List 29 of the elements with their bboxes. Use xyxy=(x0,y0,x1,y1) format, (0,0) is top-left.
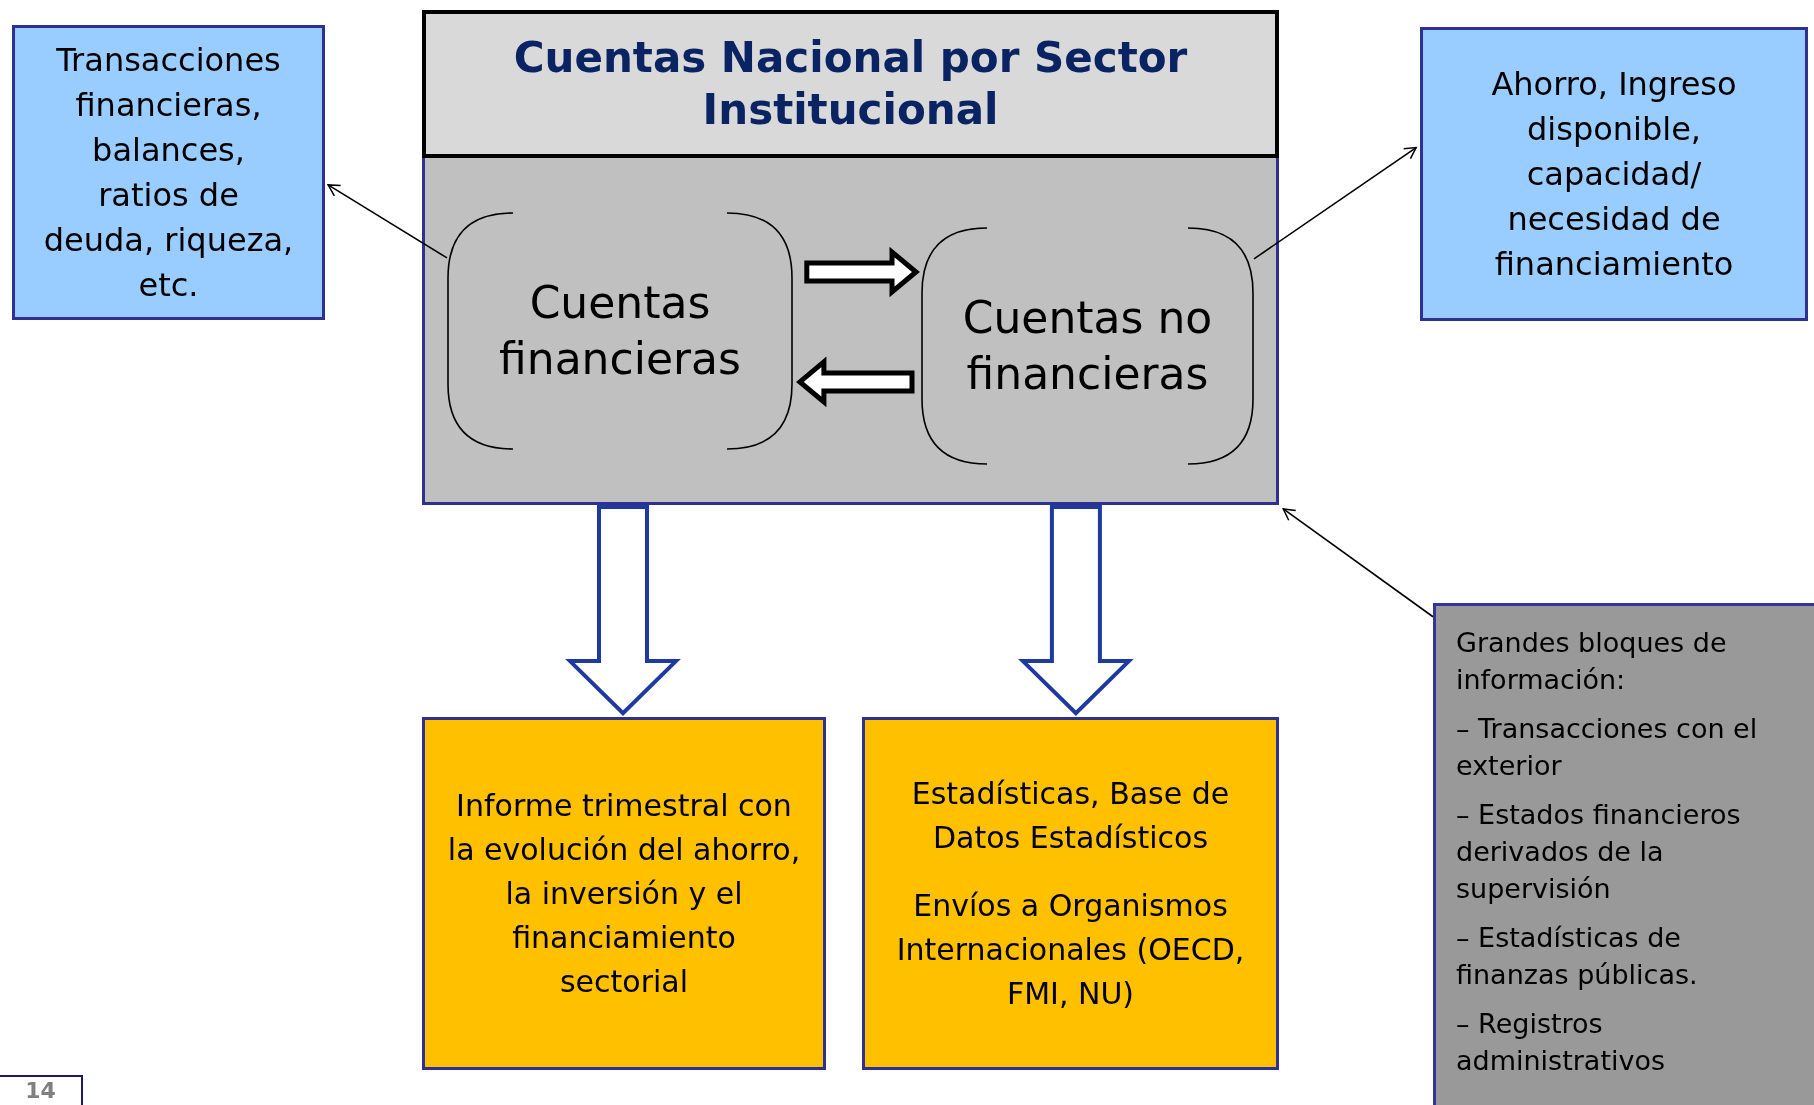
block-arrow xyxy=(1018,505,1134,716)
bracket-box xyxy=(447,212,793,450)
source-heading: Grandes bloques de información: xyxy=(1456,626,1728,697)
leader-arrow xyxy=(1282,508,1434,618)
source-item: – Transacciones con el exterior xyxy=(1456,712,1759,783)
info-box xyxy=(1420,27,1808,321)
account-label: Cuentas no financieras xyxy=(961,291,1214,401)
block-arrow xyxy=(565,505,681,716)
leader-arrow xyxy=(1253,146,1417,260)
output-text: Envíos a Organismos Internacionales (OECD, FMI, NU) xyxy=(895,886,1246,1013)
account-label: Cuentas financieras xyxy=(498,276,742,386)
info-text: Transacciones financieras, balances, ratios de deuda, riqueza, etc. xyxy=(43,39,294,306)
source-item: – Estadísticas de finanzas públicas. xyxy=(1456,921,1699,992)
page-number: 14 xyxy=(0,1075,83,1105)
output-box xyxy=(862,717,1279,1070)
output-text: Estadísticas, Base de Datos Estadísticos xyxy=(910,774,1231,857)
bracket-box xyxy=(921,227,1254,465)
block-arrow xyxy=(804,246,920,298)
info-text: Ahorro, Ingreso disponible, capacidad/ necesidad de financiamiento xyxy=(1490,63,1738,285)
block-arrow xyxy=(796,356,915,408)
source-item: – Registros administrativos xyxy=(1456,1007,1667,1078)
source-item: – Estados financieros derivados de la supervisión xyxy=(1456,798,1742,906)
output-text: Informe trimestral con la evolución del ahorro, la inversión y el financiamiento sectorial xyxy=(446,786,802,1001)
info-box xyxy=(12,25,325,320)
output-box xyxy=(422,717,826,1070)
source-box xyxy=(1433,603,1814,1105)
leader-arrow xyxy=(327,184,448,259)
main-panel xyxy=(422,10,1279,505)
header-title: Cuentas Nacional por Sector Institucional xyxy=(512,32,1189,136)
